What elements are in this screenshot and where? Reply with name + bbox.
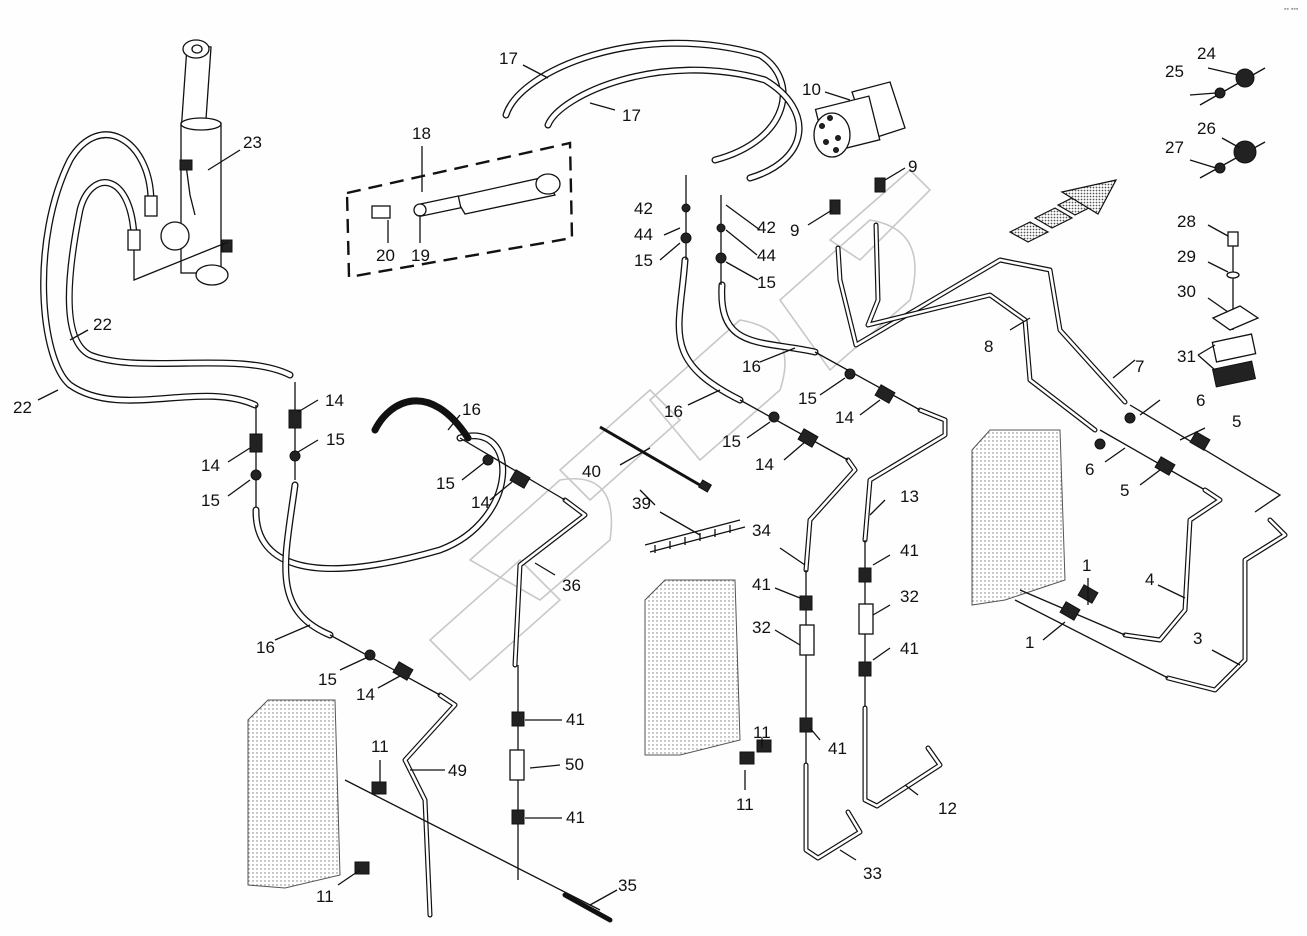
callout-15: 15 xyxy=(722,432,741,451)
callout-5: 5 xyxy=(1232,412,1241,431)
callout-41: 41 xyxy=(752,575,771,594)
callout-49: 49 xyxy=(448,761,467,780)
callout-16: 16 xyxy=(462,400,481,419)
callout-22: 22 xyxy=(93,315,112,334)
callout-42: 42 xyxy=(757,218,776,237)
callout-15: 15 xyxy=(326,430,345,449)
callout-13: 13 xyxy=(900,487,919,506)
callout-3: 3 xyxy=(1193,629,1202,648)
callout-15: 15 xyxy=(436,474,455,493)
callout-41: 41 xyxy=(900,541,919,560)
callout-31: 31 xyxy=(1177,347,1196,366)
callout-22: 22 xyxy=(13,398,32,417)
callout-6: 6 xyxy=(1196,391,1205,410)
callout-4: 4 xyxy=(1145,570,1154,589)
callout-44: 44 xyxy=(634,225,653,244)
callout-23: 23 xyxy=(243,133,262,152)
corner-mark: ▪▪ ▪▪▪ xyxy=(1284,6,1299,13)
hose-17-pair xyxy=(502,39,803,182)
callout-18: 18 xyxy=(412,124,431,143)
callout-6: 6 xyxy=(1085,460,1094,479)
callout-11: 11 xyxy=(736,795,754,814)
callout-28: 28 xyxy=(1177,212,1196,231)
callout-16: 16 xyxy=(256,638,275,657)
callout-32: 32 xyxy=(752,618,771,637)
pipes-left xyxy=(344,497,613,923)
callout-19: 19 xyxy=(411,246,430,265)
callout-14: 14 xyxy=(201,456,220,475)
callout-42: 42 xyxy=(634,199,653,218)
pipes-3-4 xyxy=(1014,487,1288,693)
pipes-7-8 xyxy=(835,222,1282,513)
callout-14: 14 xyxy=(356,685,375,704)
callout-39: 39 xyxy=(632,494,651,513)
callout-41: 41 xyxy=(566,710,585,729)
callout-1: 1 xyxy=(1082,556,1091,575)
callout-14: 14 xyxy=(325,391,344,410)
hydraulic-motor xyxy=(813,81,906,158)
control-valve-left xyxy=(247,699,341,889)
callout-15: 15 xyxy=(634,251,653,270)
control-valve-right xyxy=(971,429,1066,606)
callout-15: 15 xyxy=(798,389,817,408)
hose-22-pair xyxy=(40,131,294,409)
callout-20: 20 xyxy=(376,246,395,265)
callout-41: 41 xyxy=(900,639,919,658)
direction-arrow-icon xyxy=(1008,179,1118,243)
callout-5: 5 xyxy=(1120,481,1129,500)
callout-11: 11 xyxy=(371,737,389,756)
hose-clip-strip xyxy=(644,519,746,553)
callout-34: 34 xyxy=(752,521,771,540)
pipes-center xyxy=(799,407,948,861)
callout-41: 41 xyxy=(828,739,847,758)
cylinder-assembly-18 xyxy=(345,141,574,279)
callout-30: 30 xyxy=(1177,282,1196,301)
fittings-24-27 xyxy=(1199,67,1266,179)
callout-33: 33 xyxy=(863,864,882,883)
callout-15: 15 xyxy=(201,491,220,510)
watermark xyxy=(428,168,932,682)
callout-14: 14 xyxy=(471,493,490,512)
callout-32: 32 xyxy=(900,587,919,606)
callout-50: 50 xyxy=(565,755,584,774)
callout-40: 40 xyxy=(582,462,601,481)
callout-17: 17 xyxy=(499,49,518,68)
callout-35: 35 xyxy=(618,876,637,895)
callout-14: 14 xyxy=(755,455,774,474)
callout-11: 11 xyxy=(753,723,771,742)
callout-16: 16 xyxy=(664,402,683,421)
cable-tie xyxy=(599,425,713,493)
callout-1: 1 xyxy=(1025,633,1034,652)
callout-14: 14 xyxy=(835,408,854,427)
pipe-clamp-set xyxy=(1211,231,1260,388)
hydraulic-cylinder xyxy=(160,39,233,286)
callout-10: 10 xyxy=(802,80,821,99)
callout-41: 41 xyxy=(566,808,585,827)
callout-17: 17 xyxy=(622,106,641,125)
leader-lines xyxy=(37,64,1241,906)
callout-12: 12 xyxy=(938,799,957,818)
callout-24: 24 xyxy=(1197,44,1216,63)
callout-44: 44 xyxy=(757,246,776,265)
callout-15: 15 xyxy=(757,273,776,292)
callout-16: 16 xyxy=(742,357,761,376)
callout-26: 26 xyxy=(1197,119,1216,138)
callout-8: 8 xyxy=(984,337,993,356)
callout-29: 29 xyxy=(1177,247,1196,266)
callout-11: 11 xyxy=(316,887,334,906)
callout-7: 7 xyxy=(1135,357,1144,376)
callout-labels: 1 1 3 4 5 5 6 6 7 8 9 9 10 11 11 11 11 1… xyxy=(13,44,1241,906)
callout-36: 36 xyxy=(562,576,581,595)
callout-25: 25 xyxy=(1165,62,1184,81)
callout-15: 15 xyxy=(318,670,337,689)
callout-9: 9 xyxy=(908,157,917,176)
callout-9: 9 xyxy=(790,221,799,240)
callout-27: 27 xyxy=(1165,138,1184,157)
control-valve-center xyxy=(644,579,741,756)
fittings xyxy=(249,175,1211,875)
